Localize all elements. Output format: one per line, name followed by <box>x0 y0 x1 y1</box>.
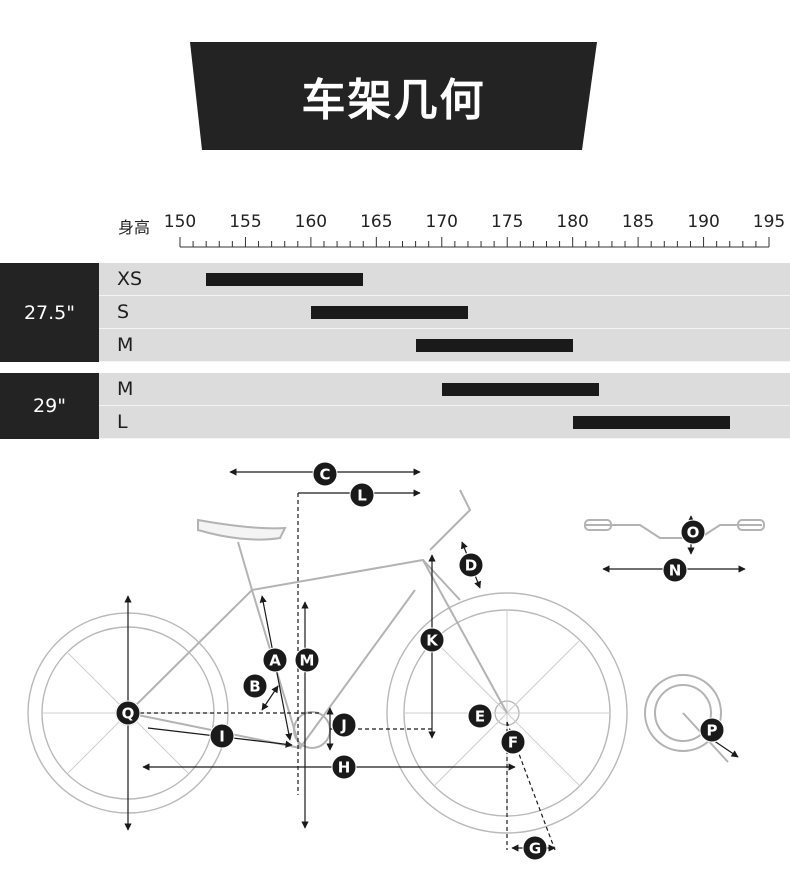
ruler-tick-label: 190 <box>687 212 720 232</box>
ruler-tick-label: 175 <box>490 212 524 232</box>
badge-b: B <box>242 673 268 699</box>
wheel-size-label: 29" <box>0 373 99 439</box>
height-ruler <box>179 237 770 248</box>
handlebar-detail <box>584 519 765 539</box>
height-range-bar <box>206 273 364 286</box>
badge-n: N <box>662 557 688 583</box>
ruler-tick-label: 195 <box>752 212 786 232</box>
size-name: S <box>117 301 130 323</box>
bike-frame <box>127 489 508 750</box>
badge-m: M <box>294 647 320 673</box>
height-label: 身高 <box>118 218 151 237</box>
badge-q: Q <box>115 700 141 726</box>
height-range-bar <box>572 416 730 429</box>
badge-a: A <box>262 647 288 673</box>
height-range-bar <box>441 383 599 396</box>
badge-j: J <box>331 712 357 738</box>
badge-l: L <box>349 482 375 508</box>
badge-f: F <box>500 729 526 755</box>
ruler-tick-label: 180 <box>556 212 589 232</box>
size-name: M <box>117 334 134 356</box>
badge-e: E <box>467 703 493 729</box>
header-banner: 车架几何 <box>190 42 597 150</box>
ruler-tick-label: 165 <box>360 212 393 232</box>
size-name: L <box>117 411 128 433</box>
ruler-tick-label: 185 <box>621 212 655 232</box>
size-name: XS <box>117 268 143 290</box>
badge-o: O <box>680 519 706 545</box>
height-range-bar <box>310 306 468 319</box>
ruler-tick-label: 160 <box>294 212 328 232</box>
bike-outline <box>27 468 765 852</box>
ruler-tick-label: 150 <box>163 212 197 232</box>
badge-p: P <box>699 717 725 743</box>
banner-shape <box>190 42 597 150</box>
size-name: M <box>117 378 134 400</box>
badge-c: C <box>312 461 338 487</box>
size-row: L <box>99 406 790 439</box>
height-range-bar <box>415 339 573 352</box>
badge-d: D <box>458 552 484 578</box>
geometry-diagram: C L D O N K A M B Q E J P I F H G <box>0 450 790 870</box>
badge-i: I <box>209 723 235 749</box>
size-row: XS <box>99 263 790 296</box>
size-row: S <box>99 296 790 329</box>
wheel-size-label: 27.5" <box>0 263 99 362</box>
size-row: M <box>99 373 790 406</box>
badge-k: K <box>419 627 445 653</box>
ruler-tick-label: 155 <box>229 212 262 232</box>
ruler-tick-label: 170 <box>425 212 458 232</box>
page-title: 车架几何 <box>301 75 486 126</box>
badge-h: H <box>331 754 357 780</box>
badge-g: G <box>522 835 548 861</box>
size-row: M <box>99 329 790 362</box>
